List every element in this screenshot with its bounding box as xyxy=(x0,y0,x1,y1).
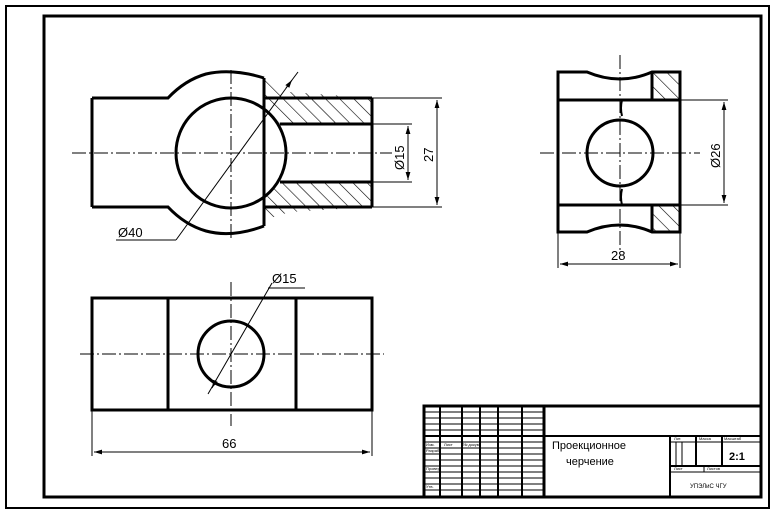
top-view: Ø15 66 xyxy=(80,271,384,456)
tb-row-sheet: Лист xyxy=(444,442,453,447)
tb-scale: 2:1 xyxy=(729,451,745,463)
dim-d40: Ø40 xyxy=(118,225,143,240)
front-hatch-top xyxy=(264,79,372,124)
outer-frame xyxy=(5,5,770,509)
side-hatch-bottom xyxy=(652,205,680,232)
tb-col-lit: Лит. xyxy=(674,436,681,441)
side-hatch-top xyxy=(652,72,680,100)
tb-title-line1: Проекционное xyxy=(552,440,626,452)
tb-row-check: Провер. xyxy=(426,466,441,471)
front-hatch-bottom xyxy=(264,182,372,220)
dim-d15-front: Ø15 xyxy=(392,145,407,170)
inner-frame xyxy=(42,14,763,499)
front-view: Ø40 Ø15 27 xyxy=(72,70,442,241)
tb-title-line2: черчение xyxy=(566,456,614,468)
dim-w28: 28 xyxy=(611,248,625,263)
tb-col-mass: Масса xyxy=(699,436,712,441)
dim-d26: Ø26 xyxy=(708,143,723,168)
tb-row-doc: № докум. xyxy=(463,442,481,447)
tb-sheet-label: Лист xyxy=(674,466,683,471)
dim-h27: 27 xyxy=(421,148,436,162)
tb-row-dev: Разраб. xyxy=(426,448,440,453)
dim-w66: 66 xyxy=(222,436,236,451)
tb-org: УПЭЛиС ЧГУ xyxy=(690,484,727,490)
tb-row-approve: Утв. xyxy=(426,484,434,489)
side-view: Ø26 28 xyxy=(540,55,728,268)
dim-d15-top: Ø15 xyxy=(272,271,297,286)
tb-row-change: Изм. xyxy=(426,442,435,447)
tb-sheets-label: Листов xyxy=(707,466,720,471)
tb-col-scale: Масштаб xyxy=(724,436,742,441)
title-block: Проекционное черчение 2:1 Лит. Масса Мас… xyxy=(422,404,763,499)
